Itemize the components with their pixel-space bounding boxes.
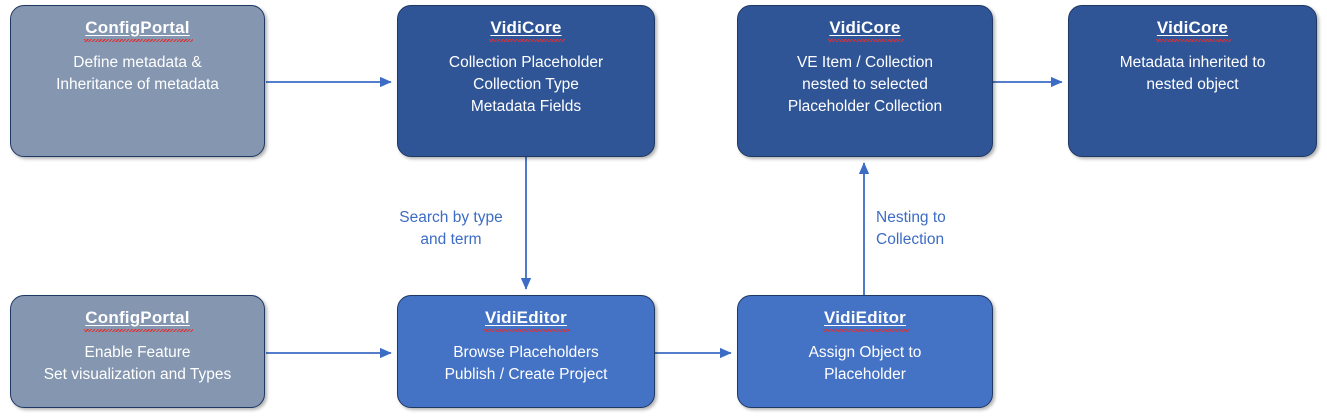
edge-label-nesting-to-collection: Nesting to Collection — [876, 209, 946, 249]
node-body: Define metadata & Inheritance of metadat… — [56, 53, 219, 93]
node-body: Browse Placeholders Publish / Create Pro… — [444, 343, 608, 383]
node-vidicore-metadata-inherited[interactable]: VidiCore Metadata inherited to nested ob… — [1068, 5, 1317, 157]
node-vidicore-nested-item[interactable]: VidiCore VE Item / Collection nested to … — [737, 5, 993, 157]
node-body: Assign Object to Placeholder — [808, 343, 922, 383]
node-body: VE Item / Collection nested to selected … — [787, 53, 943, 115]
node-title: ConfigPortal — [84, 18, 194, 42]
node-vidicore-collection-placeholder[interactable]: VidiCore Collection Placeholder Collecti… — [397, 5, 655, 157]
node-title: ConfigPortal — [84, 308, 194, 332]
node-title: VidiCore — [1155, 18, 1232, 42]
node-title: VidiCore — [828, 18, 904, 42]
node-title: VidiEditor — [484, 308, 570, 332]
node-body: Enable Feature Set visualization and Typ… — [43, 343, 232, 383]
node-title: VidiEditor — [823, 308, 909, 332]
node-vidieditor-assign[interactable]: VidiEditor Assign Object to Placeholder — [737, 295, 993, 408]
node-config-portal-feature[interactable]: ConfigPortal Enable Feature Set visualiz… — [10, 295, 265, 408]
node-config-portal-metadata[interactable]: ConfigPortal Define metadata & Inheritan… — [10, 5, 265, 157]
edge-label-search-by-type-and-term: Search by type and term — [399, 209, 503, 249]
node-body: Collection Placeholder Collection Type M… — [448, 53, 604, 115]
node-title: VidiCore — [489, 18, 565, 42]
node-vidieditor-browse[interactable]: VidiEditor Browse Placeholders Publish /… — [397, 295, 655, 408]
node-body: Metadata inherited to nested object — [1119, 53, 1266, 93]
